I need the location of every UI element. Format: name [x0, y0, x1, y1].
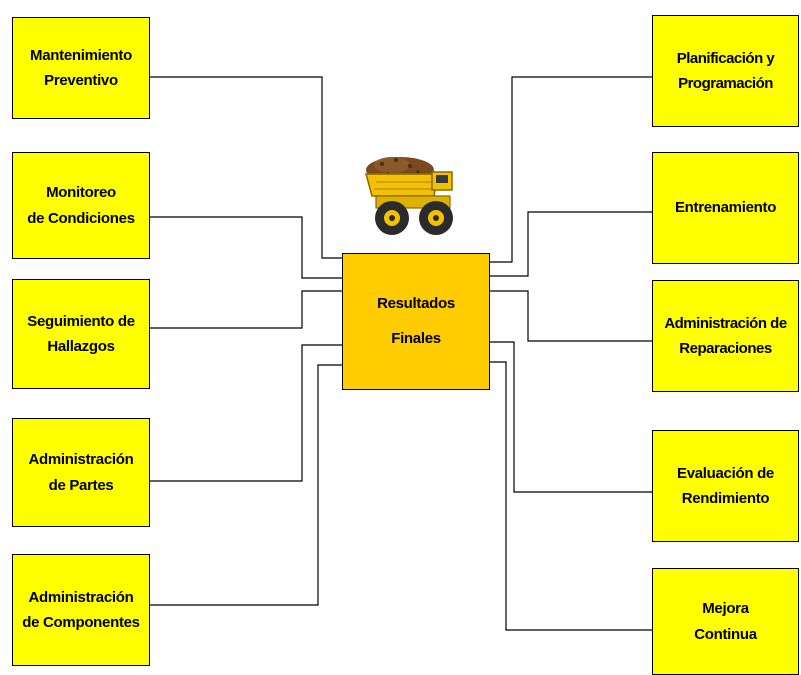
box-label-line: Continua: [694, 625, 757, 643]
box-resultados-finales: Resultados Finales: [342, 253, 490, 390]
box-label-line: Administración de: [664, 314, 787, 332]
connector-left-1: [150, 76, 342, 259]
box-label-line: Monitoreo: [46, 184, 116, 201]
connector-right-4: [490, 341, 652, 493]
box-label-line: de Condiciones: [27, 209, 135, 227]
box-label-line: Mantenimiento: [30, 46, 132, 64]
box-label-line: Administración: [28, 451, 134, 468]
box-planificacion-y-programacion: Planificación y Programación: [652, 15, 799, 127]
connector-right-5: [490, 361, 652, 631]
box-evaluacion-de-rendimiento: Evaluación de Rendimiento: [652, 430, 799, 542]
box-label-line: de Partes: [48, 476, 114, 494]
box-label-line: Seguimiento de: [27, 312, 135, 330]
box-label-line: Reparaciones: [679, 340, 772, 357]
box-administracion-de-reparaciones: Administración de Reparaciones: [652, 280, 799, 392]
box-label-line: Programación: [678, 75, 773, 92]
mining-haul-truck-icon: [365, 157, 453, 235]
box-monitoreo-de-condiciones: Monitoreo de Condiciones: [12, 152, 150, 259]
box-administracion-de-partes: Administración de Partes: [12, 418, 150, 527]
box-label-line: Planificación y: [676, 49, 775, 67]
connector-left-4: [150, 344, 342, 482]
box-entrenamiento: Entrenamiento: [652, 152, 799, 264]
box-label-line: Entrenamiento: [674, 199, 777, 217]
box-label-line: Finales: [391, 329, 441, 347]
box-mantenimiento-preventivo: Mantenimiento Preventivo: [12, 17, 150, 119]
box-label-line: Administración: [28, 588, 134, 606]
box-label-line: Mejora: [702, 600, 749, 617]
box-label-line: Evaluación de: [677, 464, 774, 482]
connector-left-5: [150, 364, 342, 606]
connector-right-1: [490, 76, 652, 263]
box-mejora-continua: Mejora Continua: [652, 568, 799, 675]
box-label-line: Hallazgos: [47, 338, 115, 355]
connector-left-2: [150, 216, 342, 279]
box-label-line: Preventivo: [44, 72, 118, 89]
box-label-line: de Componentes: [22, 614, 140, 631]
connector-left-3: [150, 290, 342, 329]
box-seguimiento-de-hallazgos: Seguimiento de Hallazgos: [12, 279, 150, 389]
box-label-line: Resultados: [377, 295, 455, 312]
box-administracion-de-componentes: Administración de Componentes: [12, 554, 150, 666]
box-label-line: Rendimiento: [681, 490, 770, 507]
connector-right-2: [490, 211, 652, 277]
connector-right-3: [490, 290, 652, 342]
